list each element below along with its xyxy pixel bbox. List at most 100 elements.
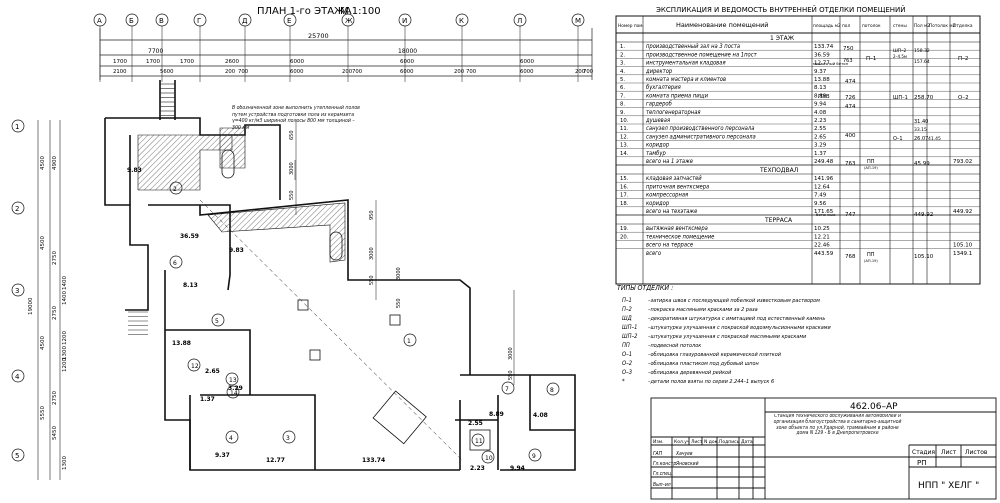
- plan-note: В обозначенной зоне выполнить утепленный…: [232, 105, 360, 131]
- finish-cell: 45.99: [914, 161, 930, 167]
- stamp-col-header: Лист: [691, 439, 703, 445]
- row-number: 9.: [620, 110, 625, 116]
- row-name: санузел административного персонала: [646, 134, 756, 140]
- stamp-role: Гл.констр.: [653, 461, 678, 467]
- section-title: 1 ЭТАЖ: [770, 35, 795, 42]
- finish-cell: мозаичный бетон: [813, 61, 849, 66]
- grand-value: 443.59: [814, 251, 834, 257]
- row-number: 18.: [620, 201, 629, 207]
- room-number: 14: [230, 390, 238, 397]
- row-area: 7.49: [814, 193, 827, 199]
- finish-cell: ПП: [867, 159, 875, 165]
- legend-code: О–2: [622, 361, 632, 367]
- row-name: вытяжная вентксмера: [646, 226, 708, 232]
- room-area-label: 12.77: [266, 457, 285, 464]
- legend-desc: –затирка швов с последующей побелкой изв…: [648, 297, 820, 304]
- row-area: 8.89: [814, 93, 827, 99]
- table-frame: [615, 15, 981, 285]
- row-area: 12.64: [814, 184, 830, 190]
- dim-value: 6000: [290, 69, 304, 75]
- row-area: 2.65: [814, 134, 827, 140]
- finish-cell: 33.15: [914, 127, 927, 133]
- axis-letter: А: [97, 17, 102, 25]
- room-area-label: 9.83: [127, 167, 142, 174]
- finish-cell: бетонные: [816, 212, 836, 217]
- plan-title: ПЛАН 1-го ЭТАЖА: [257, 6, 352, 17]
- legend-desc: –облицовка деревянной рейкой: [648, 369, 732, 376]
- stamp-description: Станция технического обслуживания автомо…: [773, 414, 902, 437]
- dim-value: 3000: [396, 267, 402, 280]
- room-areas: 9.8336.599.838.1313.882.653.291.379.3712…: [127, 167, 548, 472]
- row-area: 10.25: [814, 226, 830, 232]
- legend-desc: –штукатурка улучшенная с покраской водоэ…: [648, 325, 832, 331]
- finish-cell: 2–4.5м: [893, 54, 907, 59]
- insulation-zones: [137, 127, 346, 263]
- room-area-label: 2.55: [468, 420, 483, 427]
- row-name: комната мастера и клиентов: [646, 77, 726, 83]
- dim-18000: 18000: [398, 48, 417, 55]
- row-number: 8.: [620, 102, 625, 108]
- dim-value: 1700: [180, 59, 194, 65]
- sheets-header: Листов: [965, 449, 988, 456]
- finish-cell: 105.10: [914, 254, 934, 260]
- dim-value: 6000: [290, 59, 304, 65]
- stamp-col-header: Кол.уч: [674, 439, 690, 445]
- dim-value: 700: [583, 69, 594, 75]
- legend-desc: –штукатурка улучшенная с покраской масля…: [648, 334, 807, 340]
- dim-value: 5450: [52, 426, 58, 440]
- stamp-name: Яновский: [675, 461, 699, 467]
- finish-cell: (АП-19): [864, 166, 878, 170]
- room-number: 1: [407, 338, 411, 345]
- stamp-role: Вып–ил: [653, 482, 671, 488]
- row-name: приточная вентксмера: [646, 184, 709, 190]
- finish-legend: П–1–затирка швов с последующей побелкой …: [622, 297, 832, 385]
- axis-letter: Г: [197, 17, 201, 25]
- row-number: 1.: [620, 44, 625, 50]
- dim-value: 200: [225, 69, 236, 75]
- axis-number-circle: [11, 201, 25, 215]
- finish-cell: 768: [845, 254, 856, 260]
- table-header: стены: [893, 24, 907, 29]
- dim-value: 1300: [62, 456, 68, 470]
- plan-scale: М 1:100: [340, 6, 381, 17]
- table-header: пол: [842, 24, 850, 29]
- row-number: 7.: [620, 93, 625, 99]
- row-name: коридор: [646, 201, 670, 207]
- stamp-role: Гл.спец.: [653, 471, 672, 477]
- row-area: 36.59: [814, 52, 830, 58]
- room-area-label: 36.59: [180, 233, 199, 240]
- row-area: 9.94: [814, 102, 827, 108]
- row-name: тамбур: [646, 151, 666, 157]
- row-name: директор: [645, 69, 673, 75]
- row-number: 3.: [620, 61, 625, 67]
- finish-cell: 750: [843, 46, 854, 52]
- room-area-label: 13.88: [172, 340, 191, 347]
- row-area: 133.74: [814, 44, 834, 50]
- dim-value: 550: [289, 190, 295, 200]
- room-number: 7: [505, 386, 509, 393]
- dim-value: 2100: [113, 69, 127, 75]
- axis-letter: И: [402, 17, 407, 25]
- room-number-circle: [169, 255, 183, 269]
- stamp-role: ГАП: [653, 451, 663, 457]
- row-number: 15.: [620, 176, 629, 182]
- finish-cell: 449.92: [914, 212, 933, 218]
- legend-desc: –декоративная штукатурка с имитацией под…: [648, 316, 825, 322]
- room-area-label: 9.37: [215, 452, 230, 459]
- room-number: 10: [485, 455, 493, 462]
- row-area: 13.88: [814, 77, 830, 83]
- row-name: инструментальная кладовая: [646, 61, 726, 67]
- room-number-circle: [481, 450, 495, 464]
- row-number: 20.: [620, 234, 629, 240]
- table-header: площадь м2: [813, 23, 841, 29]
- title-block: [650, 397, 997, 500]
- row-area: 9.56: [814, 201, 827, 207]
- dim-value: 19000: [28, 297, 34, 315]
- finish-cell: 763: [843, 58, 853, 64]
- axis-number: 1: [15, 123, 19, 131]
- finish-cell: ШП–1: [893, 95, 908, 101]
- room-number-circle: [282, 430, 296, 444]
- row-number: 17.: [620, 193, 629, 199]
